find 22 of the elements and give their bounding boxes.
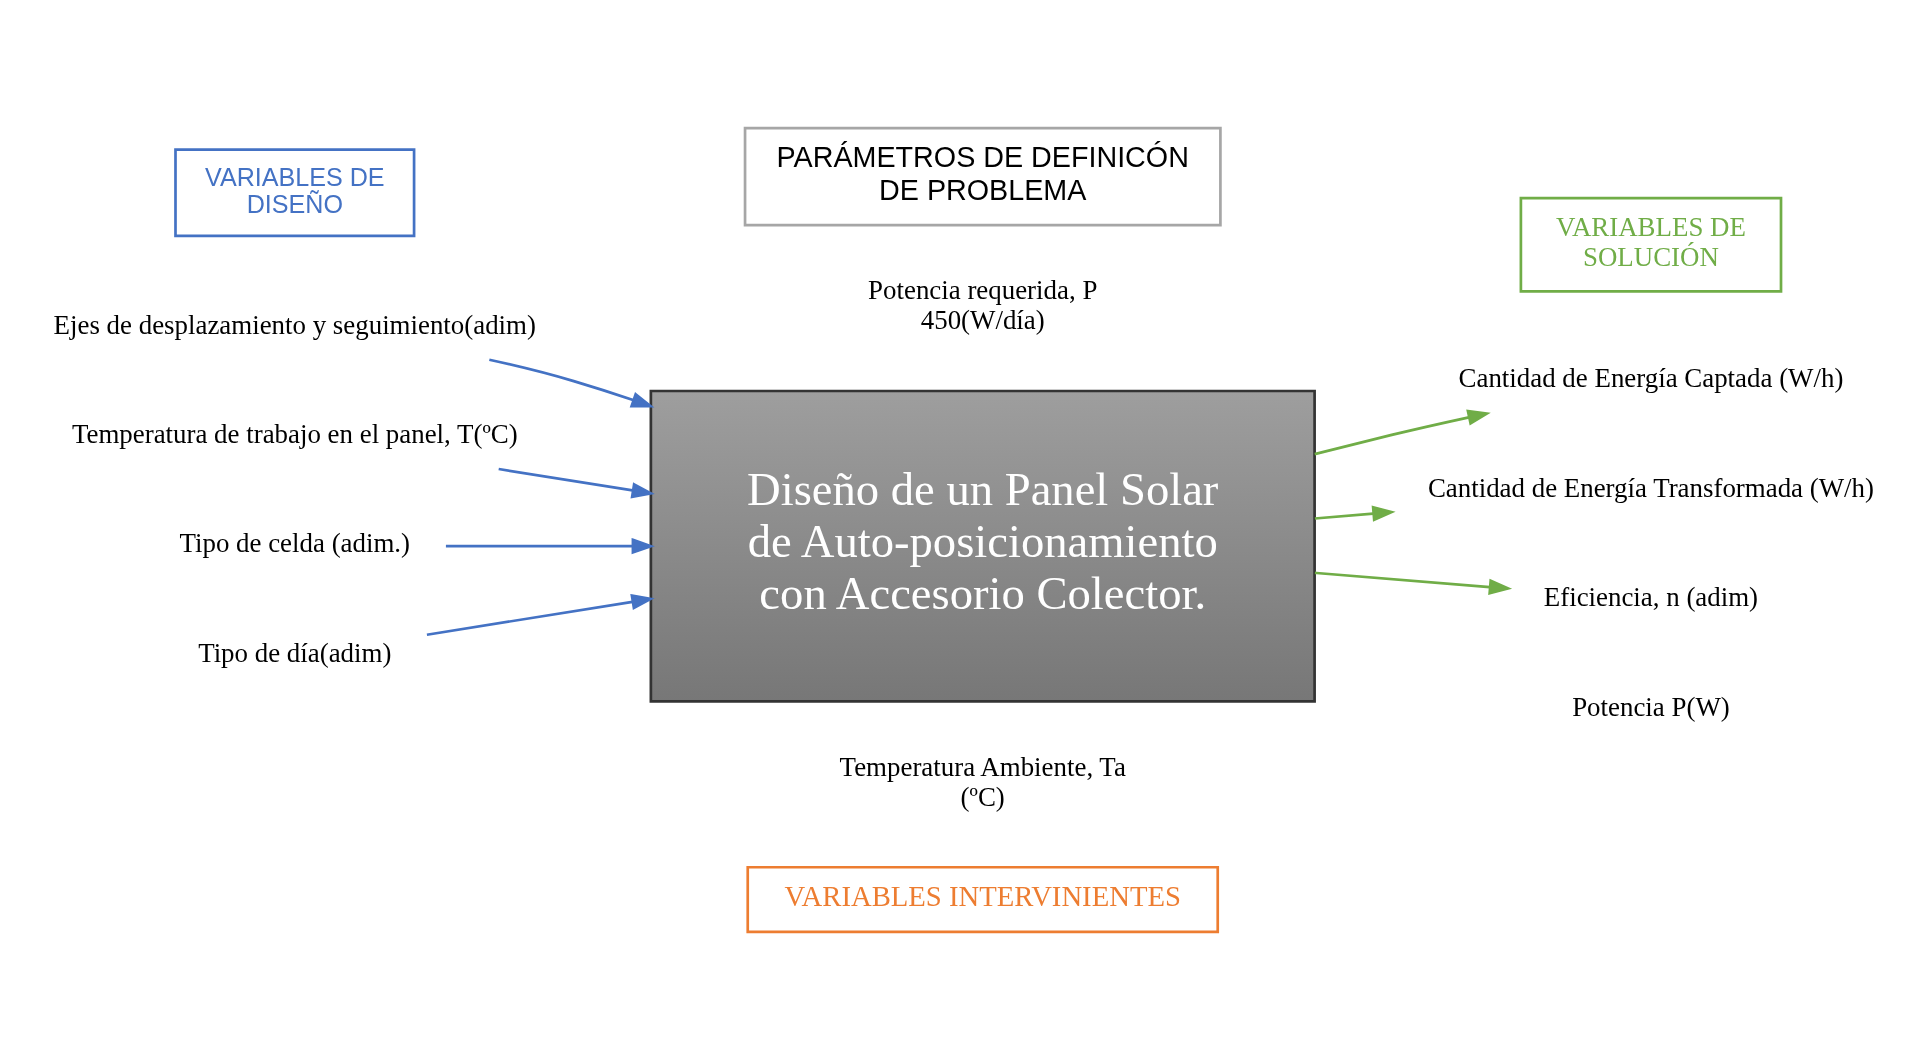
arrow [498,467,655,498]
label: Potencia requerida, P 450(W/día) [868,274,1098,335]
arrow [1314,505,1396,522]
arrow [489,357,655,408]
arrow [1314,571,1513,595]
arrow [426,593,655,636]
node-box: PARÁMETROS DE DEFINICÓN DE PROBLEMA [743,126,1222,226]
node-box: VARIABLES DE SOLUCIÓN [1519,196,1783,293]
node-text: Ejes de desplazamiento y seguimiento(adim) [53,309,536,340]
node-box: Diseño de un Panel Solar de Auto-posicionamiento con Accesorio Colector. [649,389,1316,703]
node-text: Tipo de celda (adim.) [179,527,411,558]
node-text: Tipo de día(adim) [198,637,392,668]
node-box: VARIABLES INTERVINIENTES [746,865,1220,933]
node-box: VARIABLES DE DISEÑO [174,147,416,237]
node-text: Cantidad de Energía Transformada (W/h) [1427,472,1874,503]
label: Potencia P(W) [1572,691,1730,722]
node-text: Eficiencia, n (adim) [1543,581,1759,612]
arrow [1314,409,1491,455]
arrow [445,537,655,554]
node-text: Temperatura de trabajo en el panel, T(ºC) [71,418,518,449]
node-text: Cantidad de Energía Captada (W/h) [1458,362,1844,393]
label: Temperatura Ambiente, Ta (ºC) [839,751,1126,812]
